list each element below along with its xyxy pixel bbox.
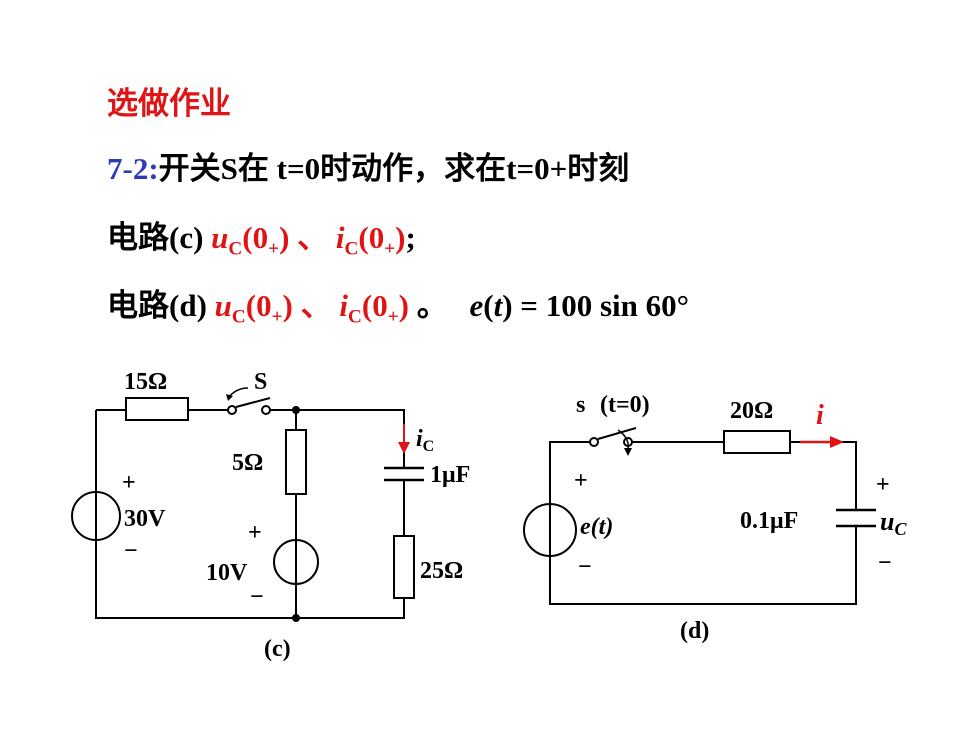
source-equation: e(t) = 100 sin 60° bbox=[469, 288, 690, 323]
voltage-source-30v bbox=[71, 491, 121, 541]
label-uc-minus: − bbox=[878, 550, 892, 576]
capacitor-0-1uf bbox=[836, 508, 876, 528]
question-c-sep: 、 bbox=[297, 220, 329, 255]
problem-line: 7-2:开关S在 t=0时动作，求在t=0+时刻 bbox=[107, 143, 629, 188]
label-ic: iC bbox=[416, 426, 434, 455]
label-switch-s: S bbox=[254, 369, 267, 395]
label-0-1uf: 0.1μF bbox=[740, 508, 798, 534]
label-e-plus: + bbox=[574, 468, 588, 494]
label-20-ohm: 20Ω bbox=[730, 398, 773, 424]
resistor-15-ohm bbox=[125, 397, 189, 421]
label-uc: uC bbox=[880, 507, 907, 539]
label-5-ohm: 5Ω bbox=[232, 450, 263, 476]
question-d-uc: uC(0+) bbox=[214, 288, 293, 328]
label-10v-minus: − bbox=[250, 584, 264, 610]
question-c-uc: uC(0+) bbox=[211, 220, 290, 260]
label-1uf: 1μF bbox=[430, 462, 470, 488]
capacitor-1uf bbox=[384, 466, 424, 482]
question-c-ic: iC(0+) bbox=[335, 220, 406, 260]
label-10v-plus: + bbox=[248, 520, 262, 546]
label-current-i: i bbox=[816, 400, 824, 431]
label-10v: 10V bbox=[206, 560, 248, 586]
voltage-source-10v bbox=[273, 539, 319, 585]
question-d-prefix: 电路(d) bbox=[107, 288, 207, 323]
resistor-20-ohm bbox=[723, 430, 791, 454]
label-e-minus: − bbox=[578, 554, 592, 580]
voltage-source-e bbox=[523, 503, 577, 557]
problem-number: 7-2: bbox=[107, 151, 159, 186]
question-d-sep: 、 bbox=[300, 288, 332, 323]
resistor-25-ohm bbox=[393, 535, 415, 599]
question-d: 电路(d) uC(0+) 、 iC(0+) 。 e(t) = 100 sin 6… bbox=[107, 280, 689, 329]
label-switch-t0: (t=0) bbox=[600, 392, 650, 418]
question-d-ic: iC(0+) bbox=[339, 288, 409, 328]
caption-c: (c) bbox=[264, 636, 291, 662]
question-c-prefix: 电路(c) bbox=[107, 220, 204, 255]
question-c-end: ; bbox=[405, 220, 416, 255]
resistor-5-ohm bbox=[285, 429, 307, 495]
problem-text: 开关S在 t=0时动作，求在t=0+时刻 bbox=[158, 151, 630, 186]
label-30v: 30V bbox=[124, 506, 166, 532]
switch-s bbox=[226, 387, 271, 415]
label-30v-minus: − bbox=[124, 538, 138, 564]
label-uc-plus: + bbox=[876, 472, 890, 498]
label-15-ohm: 15Ω bbox=[124, 369, 167, 395]
heading: 选做作业 bbox=[107, 86, 231, 121]
question-d-end: 。 bbox=[416, 288, 448, 323]
current-arrow-ic bbox=[398, 424, 410, 454]
question-c: 电路(c) uC(0+) 、 iC(0+); bbox=[107, 212, 416, 261]
label-e-t: e(t) bbox=[580, 514, 613, 540]
label-switch-s-d: s bbox=[576, 392, 585, 418]
label-30v-plus: + bbox=[122, 470, 136, 496]
junction-top bbox=[292, 406, 300, 414]
switch-s-d bbox=[589, 427, 637, 456]
junction-bottom bbox=[292, 614, 300, 622]
caption-d: (d) bbox=[680, 618, 709, 644]
label-25-ohm: 25Ω bbox=[420, 558, 463, 584]
current-arrow-i bbox=[800, 436, 844, 448]
